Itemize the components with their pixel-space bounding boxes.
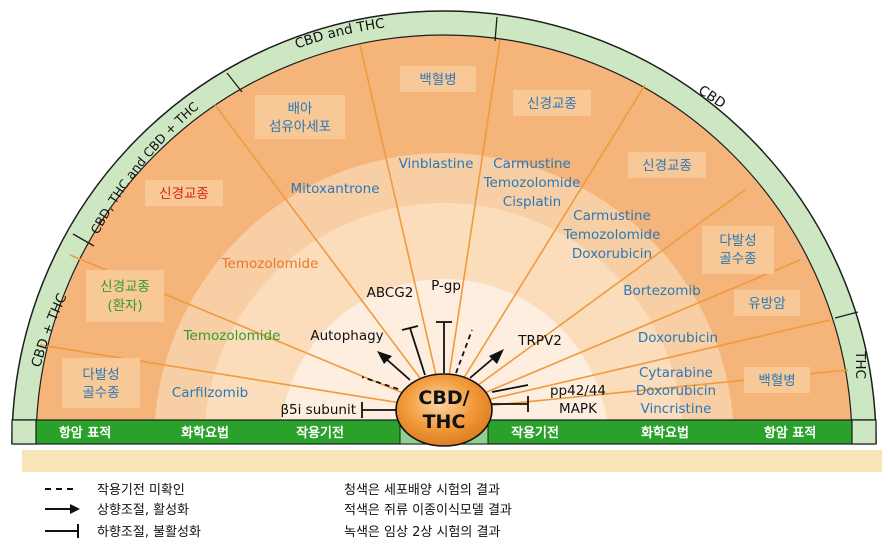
bar-right-mechanism: 작용기전 xyxy=(511,425,559,441)
legend-tbar-text: 하향조절, 불활성화 xyxy=(97,525,201,540)
center-label: CBD/THC xyxy=(418,387,469,433)
bar-left-mechanism: 작용기전 xyxy=(296,425,344,441)
drug-mitoxantrone: Mitoxantrone xyxy=(290,181,379,197)
cancer-glioma-red: 신경교종 xyxy=(159,186,209,202)
center-cbd-thc-node xyxy=(395,373,493,447)
cancer-glioma-patient: 신경교종(환자) xyxy=(100,279,150,314)
legend xyxy=(45,488,80,538)
legend-blue-note: 청색은 세포배양 시험의 결과 xyxy=(344,483,500,498)
cancer-glioma-top: 신경교종 xyxy=(527,96,577,112)
legend-green-note: 녹색은 임상 2상 시험의 결과 xyxy=(344,525,500,540)
cancer-boxes xyxy=(62,66,810,408)
mechanism-abcg2: ABCG2 xyxy=(367,285,414,301)
bar-left-target: 항암 표적 xyxy=(59,425,111,441)
mechanism-b5i: β5i subunit xyxy=(280,402,356,418)
cancer-breast: 유방암 xyxy=(748,296,785,312)
legend-dashed-text: 작용기전 미확인 xyxy=(97,483,185,498)
drug-vinblastine: Vinblastine xyxy=(399,156,474,172)
bottom-bar-right-cap xyxy=(851,419,877,445)
cancer-leukemia-right: 백혈병 xyxy=(758,373,795,389)
bar-left-chemo: 화학요법 xyxy=(181,425,229,441)
mechanism-trpv2: TRPV2 xyxy=(517,333,562,349)
mechanism-autophagy: Autophagy xyxy=(310,328,383,344)
legend-arrowhead xyxy=(70,504,80,514)
legend-red-note: 적색은 쥐류 이종이식모델 결과 xyxy=(344,503,512,518)
bar-right-target: 항암 표적 xyxy=(764,425,816,441)
drug-bortezomib: Bortezomib xyxy=(623,283,701,299)
drug-temozolomide-green: Temozolomide xyxy=(183,328,281,344)
mechanism-pgp: P-gp xyxy=(431,278,461,294)
mechanism-connectors xyxy=(361,321,529,418)
drug-carfilzomib: Carfilzomib xyxy=(172,385,248,401)
bottom-bar-left-cap xyxy=(11,419,37,445)
drug-doxorubicin: Doxorubicin xyxy=(638,330,718,346)
legend-arrow-text: 상향조절, 활성화 xyxy=(97,503,189,518)
ring-label-thc: THC xyxy=(852,350,868,379)
tan-strip xyxy=(22,450,882,472)
bar-right-chemo: 화학요법 xyxy=(641,425,689,441)
cancer-glioma-right: 신경교종 xyxy=(642,158,692,174)
drug-temozolomide-orange: Temozolomide xyxy=(221,256,319,272)
mechanism-arrowheads xyxy=(377,349,504,364)
cancer-leukemia-top: 백혈병 xyxy=(419,72,456,88)
